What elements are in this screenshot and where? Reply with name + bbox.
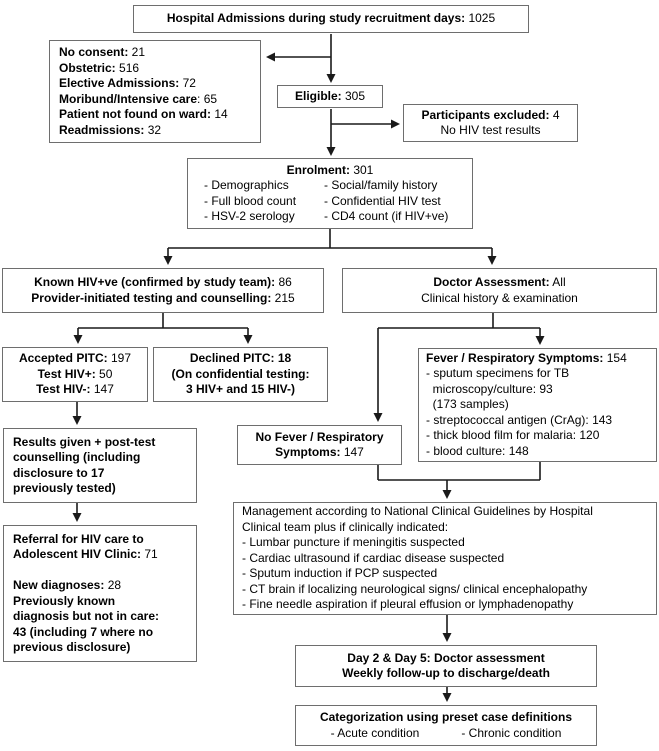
box-declined-pitc: Declined PITC: 18(On confidential testin… xyxy=(153,347,328,402)
box-text-line: (On confidential testing: xyxy=(171,366,310,381)
split-doctor xyxy=(378,313,540,329)
box-text-line: Hospital Admissions during study recruit… xyxy=(166,11,496,26)
box-text-line: counselling (including xyxy=(13,450,141,464)
box-text-line: Referral for HIV care to xyxy=(13,531,144,546)
box-text-line: previous disclosure) xyxy=(13,640,131,654)
box-text-line: microscopy/culture: 93 xyxy=(426,381,553,396)
box-text-line: Symptoms: 147 xyxy=(275,445,364,459)
box-text-line: Results given + post-test xyxy=(13,434,156,449)
box-text-line: Declined PITC: 18 xyxy=(189,351,292,366)
box-text-line: Clinical team plus if clinically indicat… xyxy=(242,519,449,534)
box-text-line: - streptococcal antigen (CrAg): 143 xyxy=(426,412,613,427)
box-text-line: Accepted PITC: 197 xyxy=(18,351,132,366)
box-categorization: Categorization using preset case definit… xyxy=(295,705,597,746)
box-text-line: New diagnoses: 28 xyxy=(13,578,122,592)
box-text-line: Provider-initiated testing and counselli… xyxy=(31,290,295,305)
box-text-line: No consent: 21 xyxy=(59,45,146,59)
box-text-line: - thick blood film for malaria: 120 xyxy=(426,428,600,443)
box-text-line: Readmissions: 32 xyxy=(59,122,162,137)
box-text-line: previously tested) xyxy=(13,481,116,495)
box-text-line: - Fine needle aspiration if pleural effu… xyxy=(242,597,574,612)
box-text-line: - CT brain if localizing neurological si… xyxy=(242,581,588,596)
box-text-line: - Sputum induction if PCP suspected xyxy=(242,566,438,581)
box-management-guidelines: Management according to National Clinica… xyxy=(233,502,657,615)
box-text-line: Doctor Assessment: All xyxy=(433,275,566,289)
split-enrolment xyxy=(168,229,492,249)
box-text-line: - Full blood count- Confidential HIV tes… xyxy=(204,193,441,208)
box-text-line: - HSV-2 serology- CD4 count (if HIV+ve) xyxy=(204,209,449,223)
box-text-line: Test HIV-: 147 xyxy=(36,382,114,397)
split-known xyxy=(78,313,248,329)
box-text-line: 43 (including 7 where no xyxy=(13,624,154,639)
box-text-line: Clinical history & examination xyxy=(421,290,578,305)
box-text-line: - Acute condition- Chronic condition xyxy=(330,725,562,740)
box-eligible: Eligible: 305 xyxy=(277,85,383,108)
box-fever-respiratory-symptoms: Fever / Respiratory Symptoms: 154- sputu… xyxy=(418,348,657,462)
box-text-line: Management according to National Clinica… xyxy=(242,504,593,519)
box-text-line: (173 samples) xyxy=(426,397,509,412)
box-text-line: Previously known xyxy=(13,593,116,608)
box-text-line: Patient not found on ward: 14 xyxy=(59,107,228,121)
merge-to-management xyxy=(377,462,541,481)
box-known-hiv-positive: Known HIV+ve (confirmed by study team): … xyxy=(2,268,324,313)
box-text-line: Weekly follow-up to discharge/death xyxy=(342,666,550,680)
box-text-line: Enrolment: 301 xyxy=(286,162,374,177)
box-text-line: - Cardiac ultrasound if cardiac disease … xyxy=(242,550,505,565)
box-text-line: Categorization using preset case definit… xyxy=(319,710,573,724)
box-text-line: Participants excluded: 4 xyxy=(421,107,560,122)
box-text-line: - Lumbar puncture if meningitis suspecte… xyxy=(242,535,465,550)
box-text-line: Eligible: 305 xyxy=(294,88,366,103)
box-text-line xyxy=(13,563,193,579)
box-text-line: Moribund/Intensive care: 65 xyxy=(59,91,218,106)
box-text-line: Adolescent HIV Clinic: 71 xyxy=(13,547,158,561)
box-text-line: 3 HIV+ and 15 HIV-) xyxy=(185,382,296,397)
box-text-line: Obstetric: 516 xyxy=(59,60,140,75)
box-text-line: No HIV test results xyxy=(440,123,541,137)
box-text-line: Day 2 & Day 5: Doctor assessment xyxy=(347,650,545,665)
box-text-line: No Fever / Respiratory xyxy=(255,429,384,444)
box-text-line: Known HIV+ve (confirmed by study team): … xyxy=(34,275,292,289)
box-text-line: Test HIV+: 50 xyxy=(37,366,113,381)
box-enrolment: Enrolment: 301- Demographics- Social/fam… xyxy=(187,158,473,229)
box-text-line: - Demographics- Social/family history xyxy=(204,178,438,192)
box-text-line: disclosure to 17 xyxy=(13,465,105,480)
box-text-line: - sputum specimens for TB xyxy=(426,366,570,381)
box-text-line: diagnosis but not in care: xyxy=(13,609,160,623)
box-text-line: - blood culture: 148 xyxy=(426,443,529,458)
box-hospital-admissions: Hospital Admissions during study recruit… xyxy=(133,5,529,33)
box-text-line: Fever / Respiratory Symptoms: 154 xyxy=(426,350,627,365)
box-text-line: Elective Admissions: 72 xyxy=(59,76,196,90)
